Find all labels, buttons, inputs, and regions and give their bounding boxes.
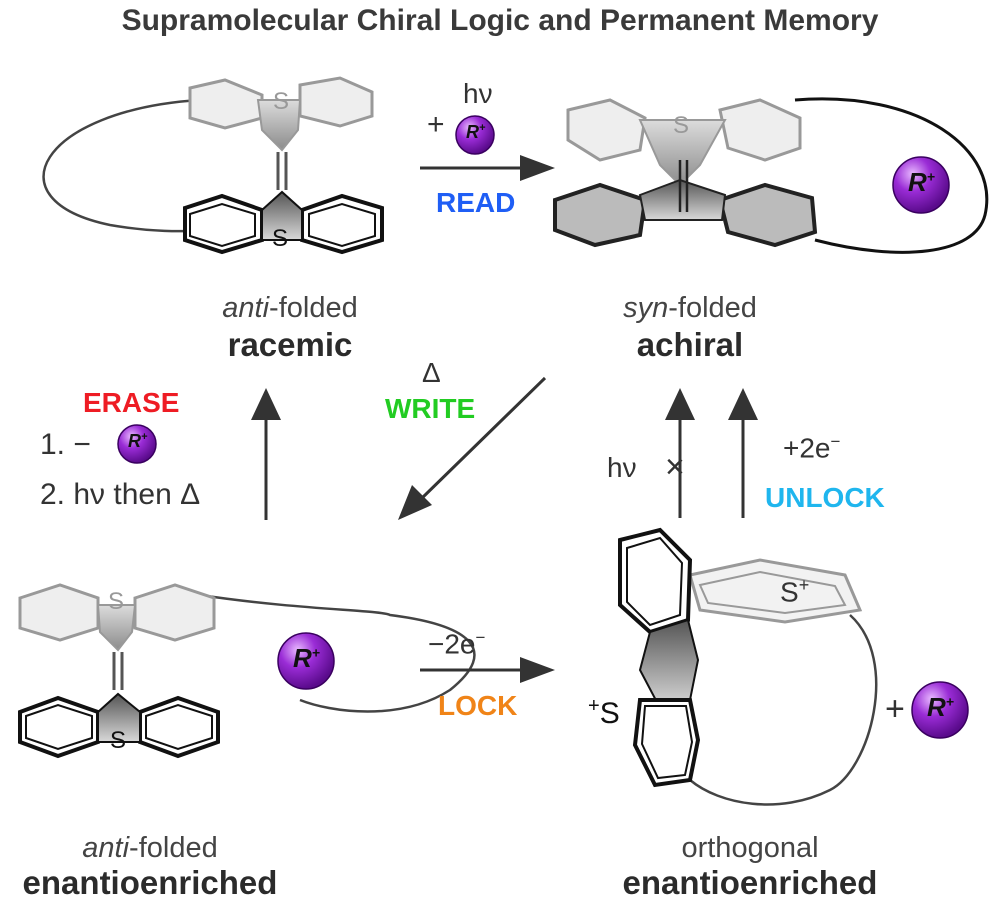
molecule-orthogonal-enantioenriched [618,527,969,806]
erase-label: ERASE [83,387,180,418]
sulfur-label: S [110,727,127,754]
state-caption-bottom-left: anti-folded [82,832,218,864]
ion-label: R+ [293,643,320,673]
sulfur-label: S [108,588,125,615]
cation-ion-icon [277,632,335,690]
sulfur-label: S [673,112,690,139]
erase-step-1: 1. − [40,428,91,461]
cation-ion-icon [892,156,950,214]
product-plus: + [885,690,905,728]
sulfur-cation-label: S+ [780,575,810,608]
state-caption-top-right: syn-folded [623,292,757,324]
sulfur-label: S [273,88,290,115]
ion-label: R+ [908,167,935,197]
ion-label: R+ [466,122,486,142]
state-descriptor-top-left: racemic [227,326,353,363]
lock-reagent: −2e− [428,628,486,660]
cation-ion-icon [117,424,157,464]
read-plus: + [427,108,445,141]
state-caption-top-left: anti-folded [222,292,358,324]
ion-label: R+ [927,692,954,722]
read-label: READ [436,187,516,218]
lock-arrow [420,657,555,683]
molecule-anti-folded-racemic [42,76,384,255]
molecule-syn-folded-achiral [553,97,989,254]
unlock-reagent: +2e− [783,432,841,464]
sulfur-cation-label: +S [588,695,620,730]
unlock-label: UNLOCK [765,482,885,513]
write-reagent: Δ [422,357,441,388]
state-descriptor-top-right: achiral [636,326,744,363]
read-reagent: hν [463,78,493,109]
blocked-arrow [665,388,695,518]
state-descriptor-bottom-left: enantioenriched [22,864,278,901]
unlock-arrow [728,388,758,518]
write-arrow [398,376,547,520]
blocked-mark: × [665,448,685,486]
read-arrow [420,155,555,181]
lock-label: LOCK [438,690,518,721]
state-caption-bottom-right: orthogonal [681,832,819,864]
cation-ion-icon [911,681,969,739]
state-descriptor-bottom-right: enantioenriched [622,864,878,901]
ion-label: R+ [128,431,148,451]
molecule-anti-folded-enantioenriched [18,583,476,759]
diagram-title: Supramolecular Chiral Logic and Permanen… [121,4,879,37]
erase-arrow [251,388,281,520]
blocked-reagent: hν [607,452,637,483]
erase-step-2: 2. hν then Δ [40,478,201,511]
sulfur-label: S [272,225,289,252]
cation-ion-icon [455,115,495,155]
write-label: WRITE [385,393,476,424]
